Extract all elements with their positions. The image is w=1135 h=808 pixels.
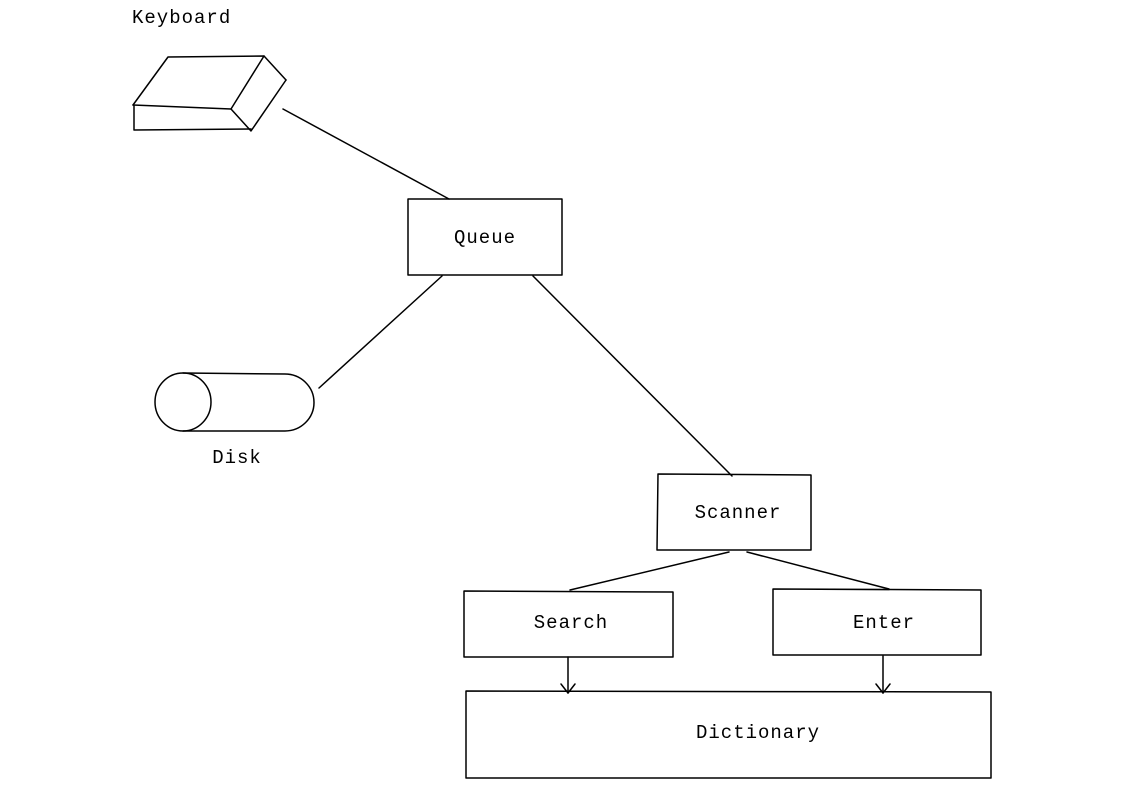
edge-scanner-search [569,551,730,591]
enter-box: Enter [772,588,982,656]
keyboard-label: Keyboard [132,7,231,29]
dictionary-box: Dictionary [465,690,992,779]
search-label: Search [534,612,608,634]
scanner-box: Scanner [656,473,812,551]
disk-cylinder-icon [154,372,315,432]
search-box: Search [463,590,674,658]
dictionary-label: Dictionary [696,722,820,744]
edge-queue-scanner [532,275,733,477]
keyboard-icon [132,55,287,132]
edge-enter-dictionary-arrow [875,655,891,694]
queue-label: Queue [454,227,516,249]
queue-box: Queue [407,198,563,276]
scanner-label: Scanner [695,502,782,524]
edge-queue-disk [318,275,443,389]
enter-label: Enter [853,612,915,634]
edge-keyboard-queue [282,108,450,200]
disk-label: Disk [212,447,262,469]
edge-scanner-enter [746,551,890,590]
edge-search-dictionary-arrow [560,656,576,694]
